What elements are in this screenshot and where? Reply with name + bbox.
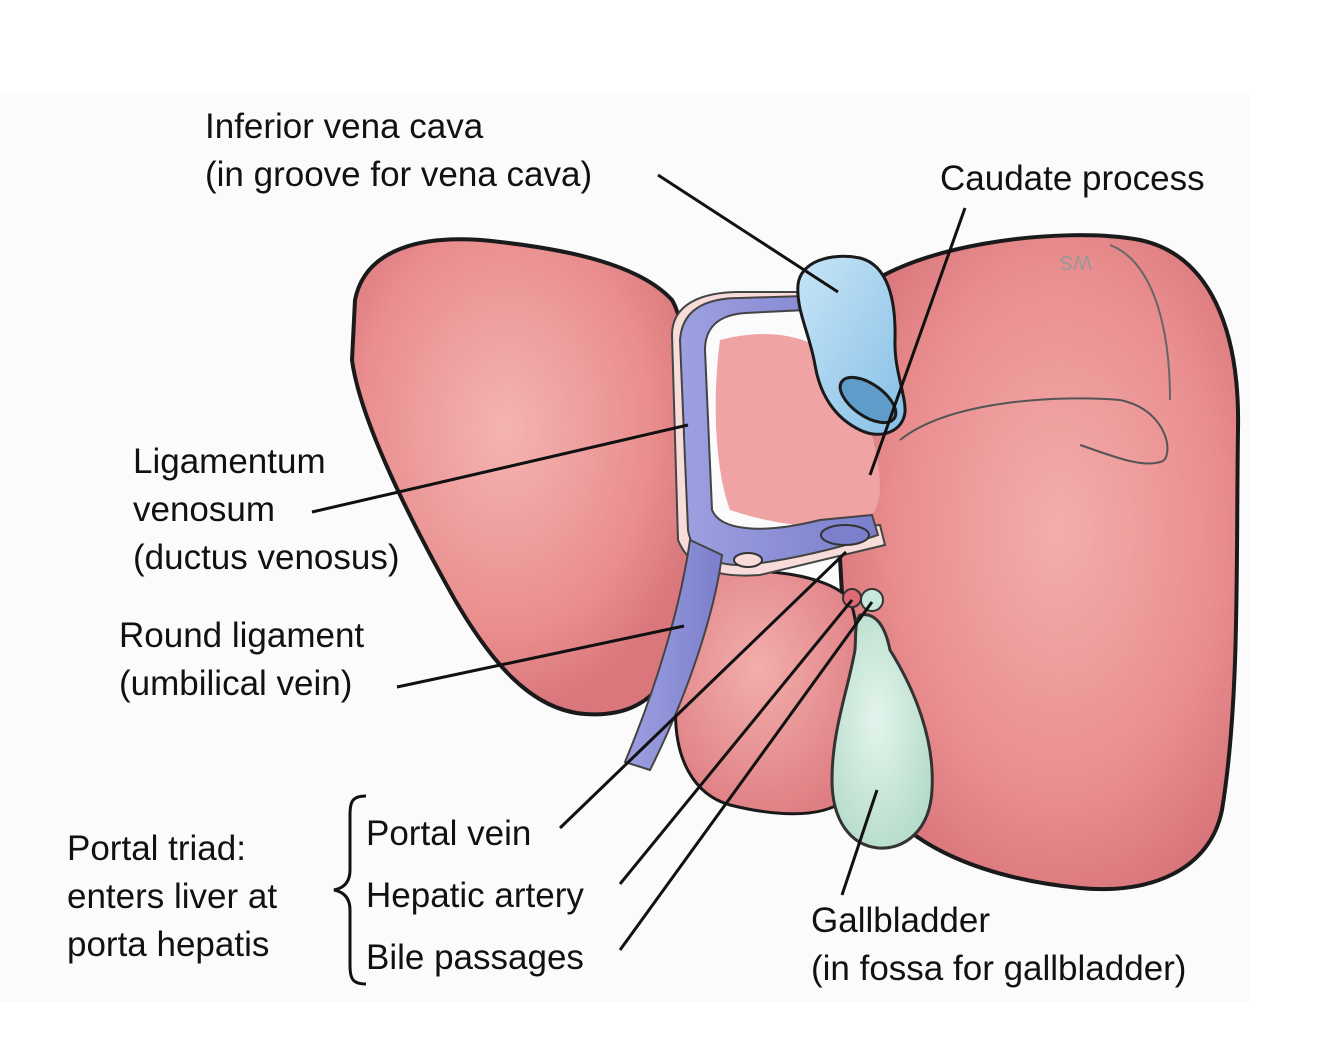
gallbladder <box>830 613 934 850</box>
label-caudate-process: Caudate process <box>940 159 1205 198</box>
label-inferior-vena-cava: Inferior vena cava (in groove for vena c… <box>205 107 593 194</box>
leader-caudate <box>868 207 967 476</box>
artist-signature: WS <box>1060 251 1092 273</box>
leader-lines <box>311 173 967 951</box>
leader-bile-passages <box>618 601 874 951</box>
leader-hepatic-artery <box>618 599 854 885</box>
leader-round-lig <box>396 624 685 689</box>
label-portal-triad: Portal triad: enters liver at porta hepa… <box>67 829 278 964</box>
label-portal-vein: Portal vein <box>366 814 532 853</box>
bile-duct-opening <box>860 588 884 612</box>
label-hepatic-artery: Hepatic artery <box>366 876 584 915</box>
left-lobe <box>349 237 695 717</box>
portal-triad-brace <box>333 794 367 986</box>
label-round-ligament: Round ligament (umbilical vein) <box>119 616 365 703</box>
hepatic-artery-opening <box>842 588 862 608</box>
vessel-opening-small <box>733 552 763 568</box>
label-gallbladder: Gallbladder (in fossa for gallbladder) <box>811 901 1187 988</box>
leader-gallbladder <box>840 789 879 896</box>
leader-portal-vein <box>558 550 848 830</box>
leader-ivc <box>657 173 839 294</box>
label-ligamentum-venosum: Ligamentum venosum (ductus venosus) <box>133 442 400 577</box>
label-bile-passages: Bile passages <box>366 938 584 977</box>
portal-vein-opening <box>820 524 870 546</box>
caudate-process-outline <box>899 397 1169 465</box>
ivc-opening <box>838 375 898 425</box>
leader-lig-venosum <box>311 423 689 514</box>
coronary-ligament-line <box>1109 244 1171 401</box>
round-ligament <box>623 538 724 772</box>
